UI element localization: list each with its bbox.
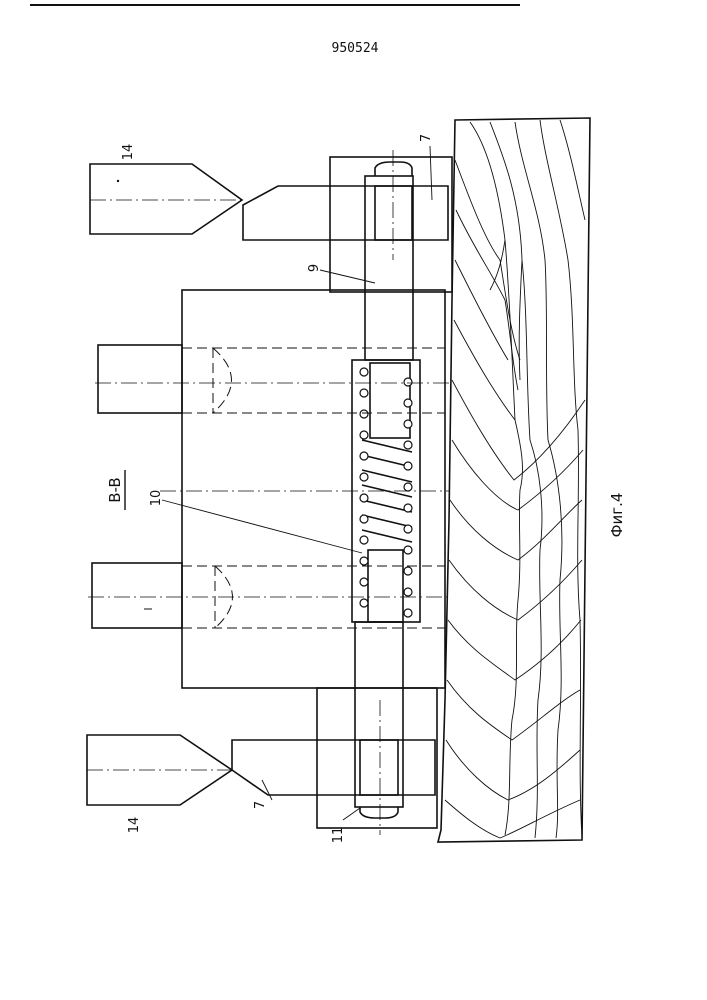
callout-7-top: 7: [419, 134, 434, 142]
callout-11: 11: [331, 827, 346, 844]
callout-9: 9: [307, 264, 322, 272]
figure-caption: Фиг.4: [608, 493, 626, 538]
leader-lines: [162, 146, 432, 820]
bottom-jaw: [232, 740, 435, 795]
top-guide-pin: [95, 345, 450, 413]
callout-14-top: 14: [121, 144, 136, 161]
document-number: 950524: [332, 41, 379, 56]
compression-spring: [360, 368, 412, 617]
top-rod: [365, 162, 413, 438]
top-jaw: [243, 186, 448, 240]
speck-mark: [117, 180, 119, 182]
section-label: B-B: [106, 470, 125, 510]
bottom-guide-pin: [88, 563, 450, 628]
top-bracket-plate: [330, 157, 452, 292]
top-tool: [90, 164, 242, 234]
bottom-tool: [87, 735, 232, 805]
svg-text:B-B: B-B: [106, 477, 124, 502]
bottom-rod: [355, 550, 403, 818]
wood-workpiece: [438, 118, 590, 842]
callout-10: 10: [149, 490, 164, 507]
callout-7-bottom: 7: [253, 801, 268, 809]
callout-14-bottom: 14: [127, 817, 142, 834]
